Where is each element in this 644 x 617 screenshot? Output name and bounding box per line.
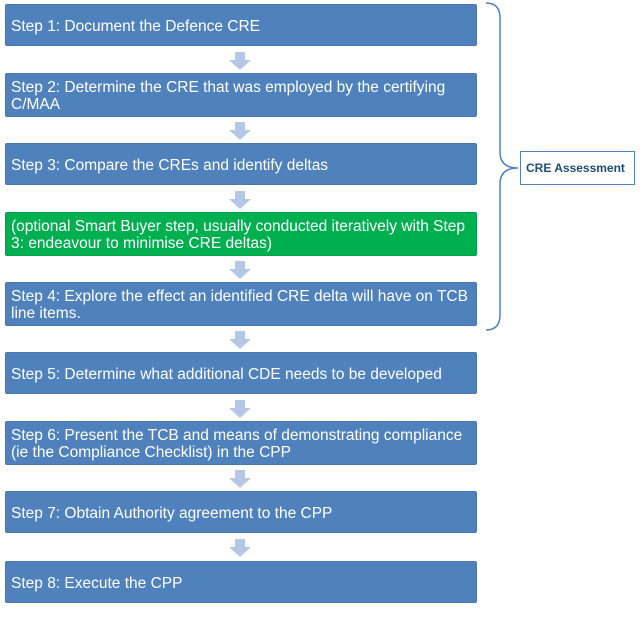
step-5-text: Step 5: Determine what additional CDE ne… — [11, 365, 442, 383]
down-arrow-icon — [229, 539, 251, 557]
down-arrow-icon — [229, 191, 251, 209]
step-2-box: Step 2: Determine the CRE that was emplo… — [5, 73, 477, 117]
step-6-text: Step 6: Present the TCB and means of dem… — [11, 427, 463, 461]
step-8-box: Step 8: Execute the CPP — [5, 561, 477, 603]
down-arrow-icon — [229, 331, 251, 349]
step-4-text: Step 4: Explore the effect an identified… — [11, 288, 468, 322]
step-8-text: Step 8: Execute the CPP — [11, 574, 183, 592]
down-arrow-icon — [229, 400, 251, 418]
optional-smart-buyer-text: (optional Smart Buyer step, usually cond… — [11, 218, 466, 252]
step-3-text: Step 3: Compare the CREs and identify de… — [11, 156, 329, 174]
step-4-box: Step 4: Explore the effect an identified… — [5, 282, 477, 326]
step-7-box: Step 7: Obtain Authority agreement to th… — [5, 491, 477, 533]
down-arrow-icon — [229, 261, 251, 279]
step-3-box: Step 3: Compare the CREs and identify de… — [5, 143, 477, 185]
step-1-text: Step 1: Document the Defence CRE — [11, 17, 260, 35]
step-7-text: Step 7: Obtain Authority agreement to th… — [11, 504, 333, 522]
down-arrow-icon — [229, 122, 251, 140]
cre-assessment-brace — [485, 2, 519, 331]
optional-smart-buyer-box: (optional Smart Buyer step, usually cond… — [5, 212, 477, 256]
cre-assessment-label: CRE Assessment — [520, 151, 635, 185]
step-5-box: Step 5: Determine what additional CDE ne… — [5, 352, 477, 394]
step-2-text: Step 2: Determine the CRE that was emplo… — [11, 79, 446, 113]
down-arrow-icon — [229, 52, 251, 70]
step-6-box: Step 6: Present the TCB and means of dem… — [5, 421, 477, 465]
cre-assessment-text: CRE Assessment — [526, 161, 625, 175]
step-1-box: Step 1: Document the Defence CRE — [5, 4, 477, 46]
down-arrow-icon — [229, 470, 251, 488]
